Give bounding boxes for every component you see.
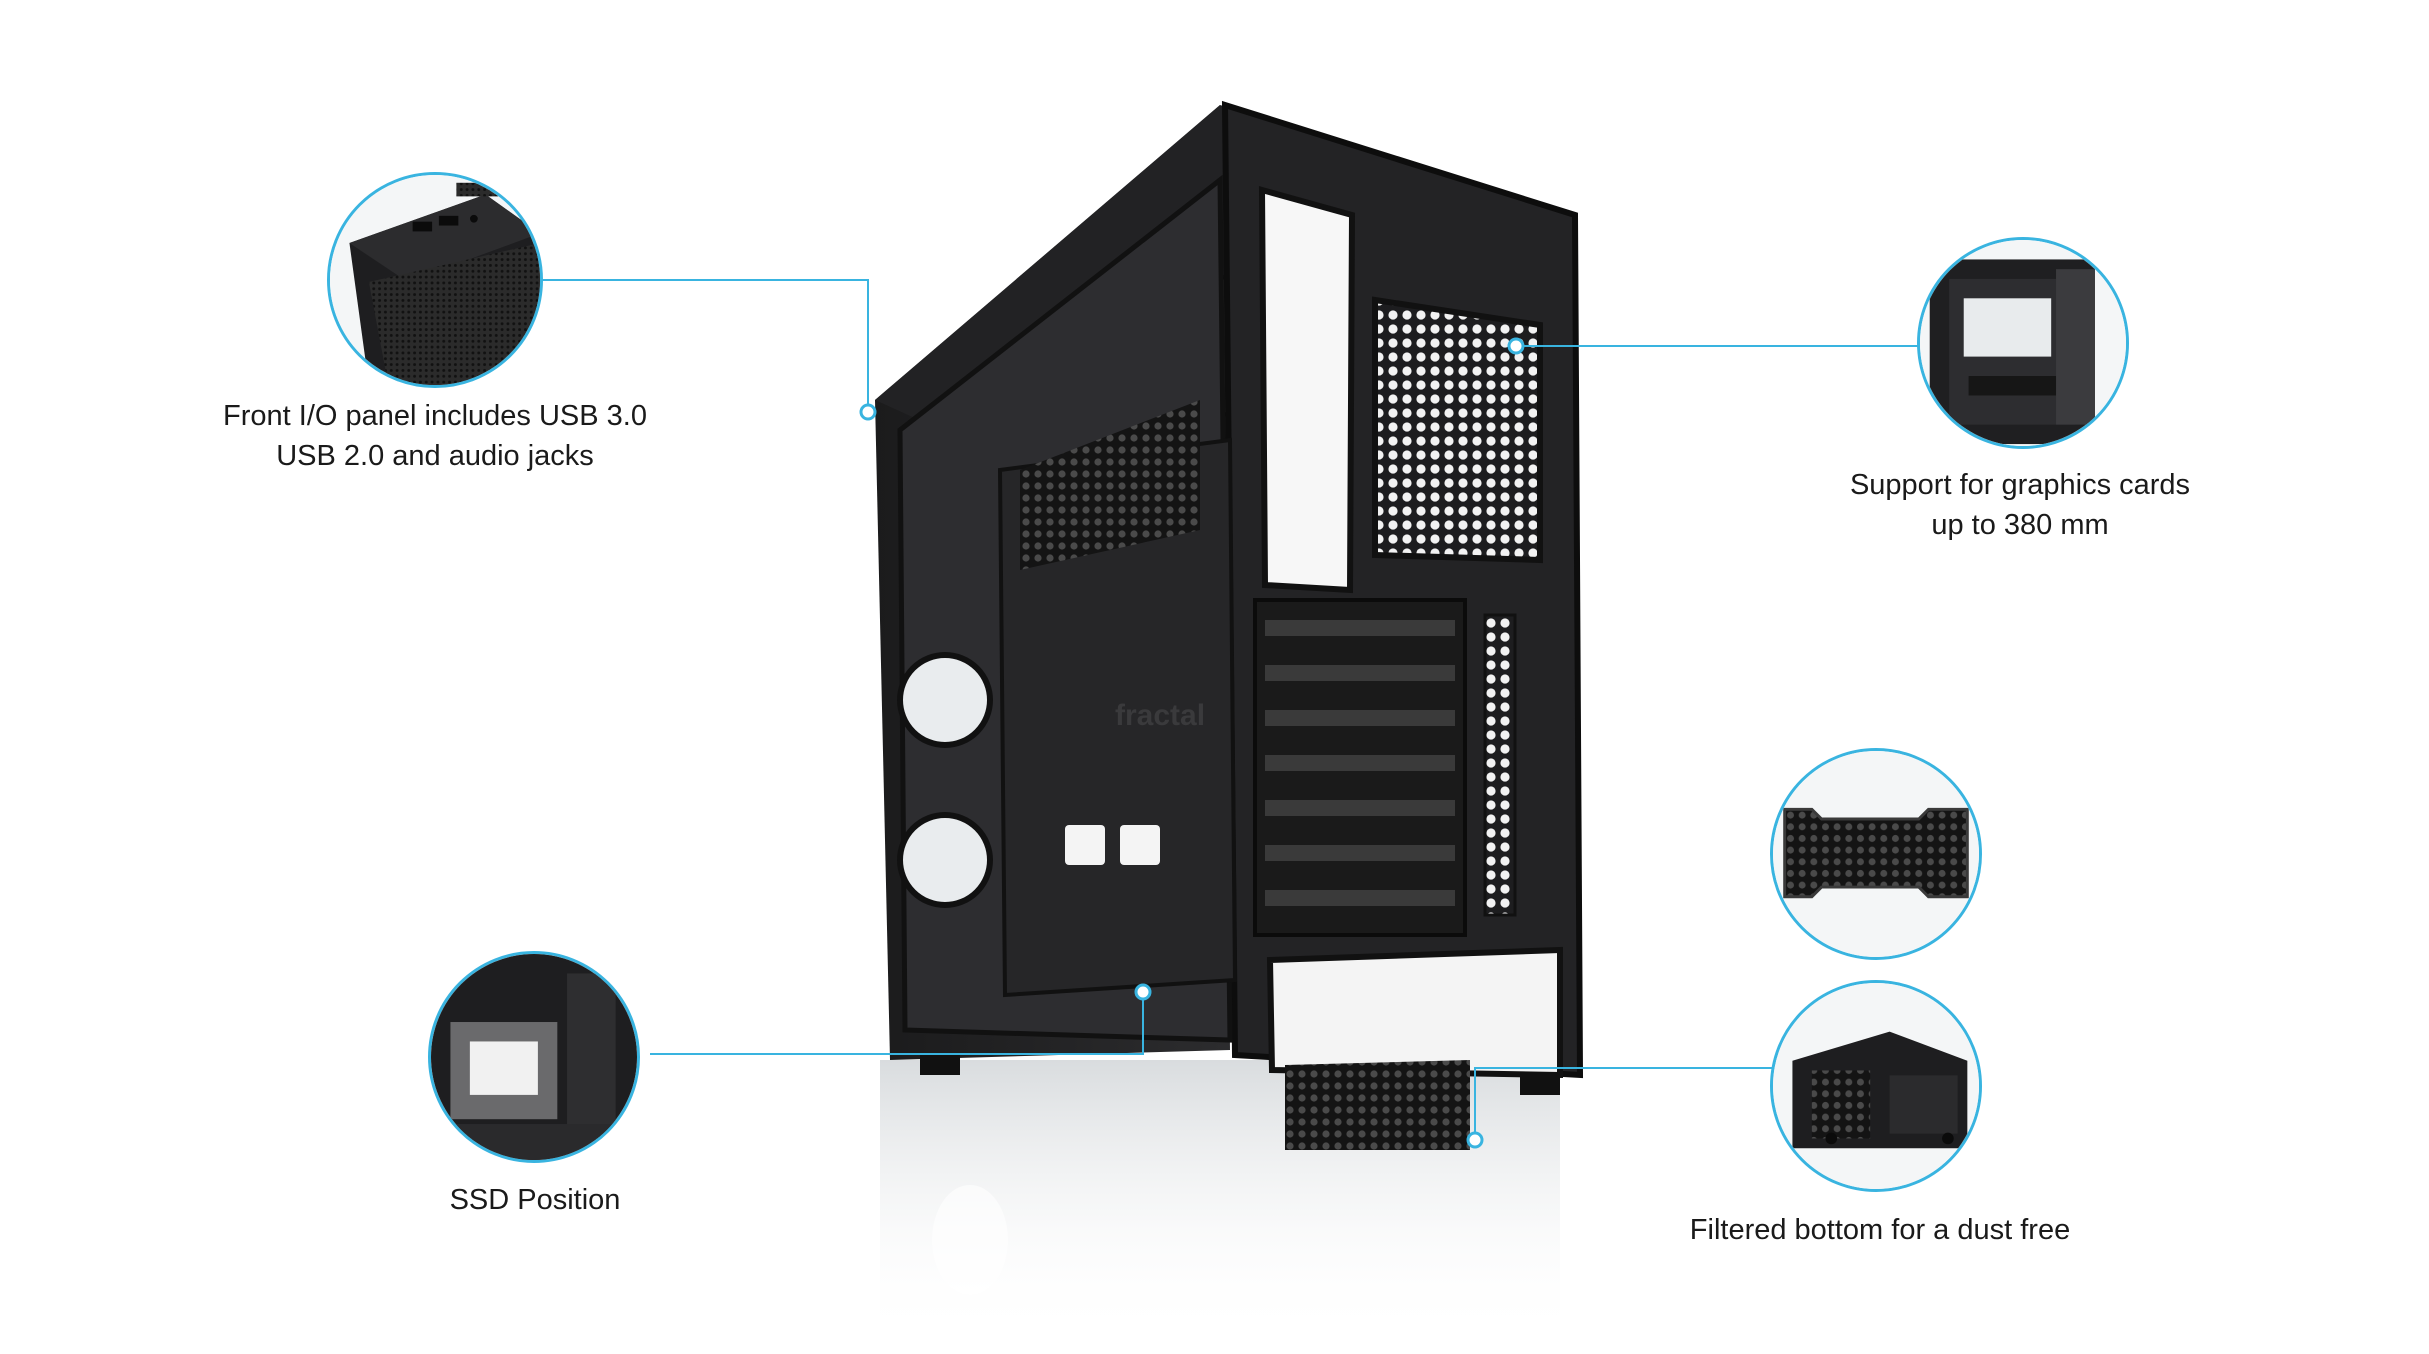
graphics-card-caption: Support for graphics cards up to 380 mm [1800,465,2240,545]
dust-filter-icon [1773,751,1979,957]
expansion-slots [1253,598,1467,937]
case-body: fractal [875,100,1584,1150]
graphics-card-callout-image [1917,237,2129,449]
front-io-caption: Front I/O panel includes USB 3.0 USB 2.0… [205,396,665,476]
front-io-callout-image [327,172,543,388]
caption-line: up to 380 mm [1931,509,2109,541]
filtered-bottom-caption: Filtered bottom for a dust free [1655,1210,2105,1250]
connector-dots [859,337,1525,1149]
svg-text:fractal: fractal [1115,699,1205,732]
front-io-panel-icon [330,175,540,385]
caption-line: Filtered bottom for a dust free [1689,1214,2071,1246]
caption-line: Support for graphics cards [1849,469,2191,501]
caption-line: Front I/O panel includes USB 3.0 [223,400,647,432]
ssd-callout-image [428,951,640,1163]
case-bottom-icon [1773,983,1979,1189]
ssd-caption: SSD Position [395,1180,675,1220]
dust-filter-callout-image [1770,748,1982,960]
caption-line: SSD Position [449,1184,621,1216]
case-bottom-callout-image [1770,980,1982,1192]
graphics-card-space-icon [1920,240,2126,446]
caption-line: USB 2.0 and audio jacks [276,440,594,472]
ssd-position-icon [431,954,637,1160]
callout-connectors [540,279,1920,1140]
